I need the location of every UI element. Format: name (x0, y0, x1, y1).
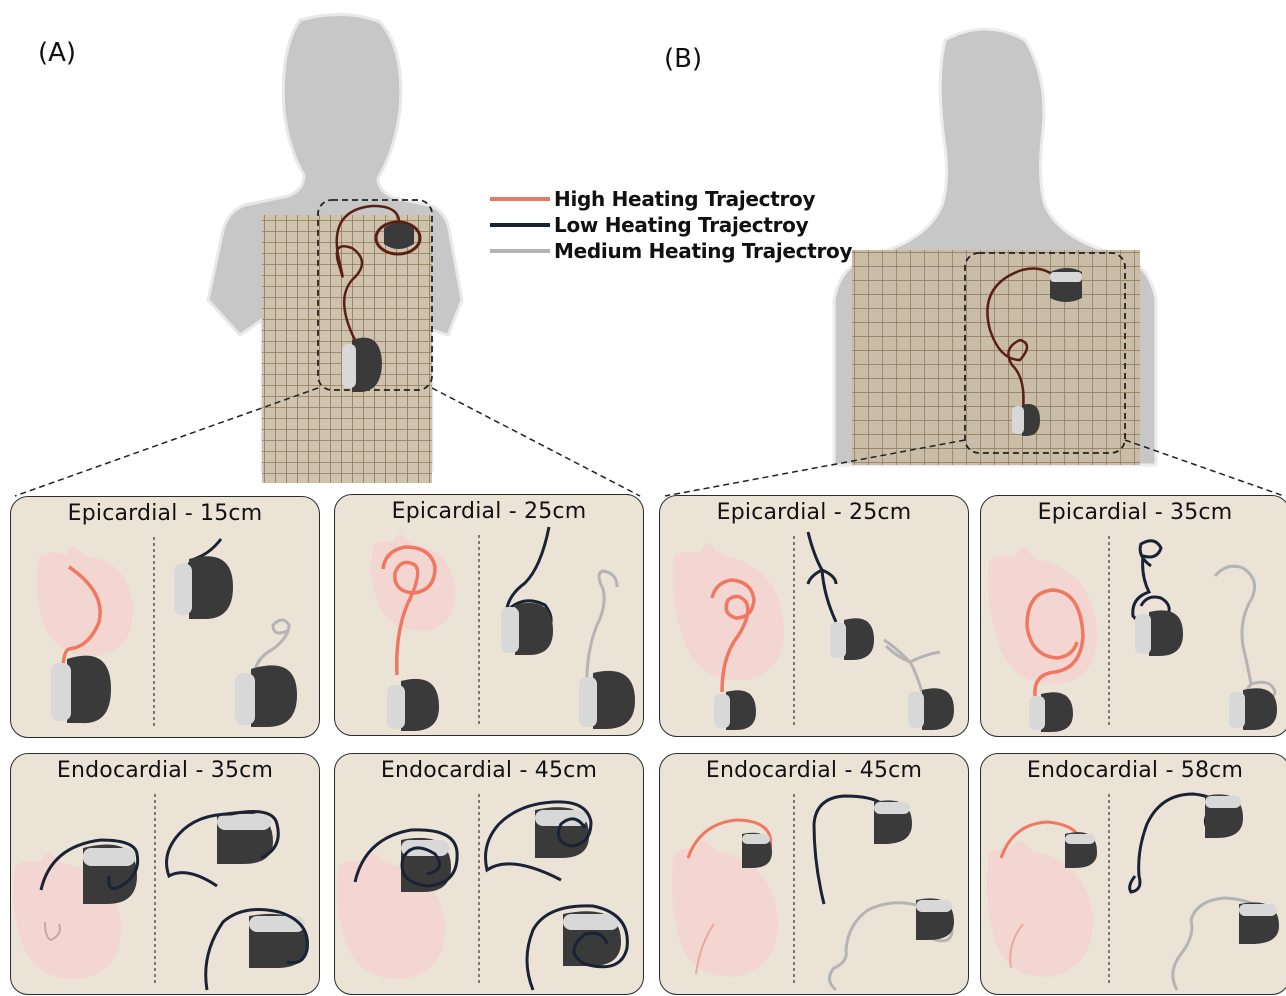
panel-a-endocardial-35cm: Endocardial - 35cm (10, 753, 320, 995)
phantom-a-device (342, 338, 382, 392)
panel-illustration (981, 754, 1286, 996)
panel-b-endocardial-45cm: Endocardial - 45cm (659, 753, 969, 995)
panel-illustration (660, 754, 970, 996)
legend-item-low: Low Heating Trajectroy (490, 212, 852, 238)
legend-label: Medium Heating Trajectroy (554, 239, 852, 263)
phantom-b-grid (852, 250, 1140, 465)
pacemaker-device (1029, 692, 1073, 732)
legend-item-medium: Medium Heating Trajectroy (490, 238, 852, 264)
panel-illustration (335, 754, 645, 996)
pacemaker-device (387, 679, 439, 731)
lead-low (808, 532, 836, 622)
pacemaker-device (714, 690, 756, 730)
pacemaker-device (916, 898, 954, 940)
panel-illustration (660, 496, 970, 738)
pacemaker-device (235, 665, 297, 727)
pacemaker-device (51, 656, 111, 723)
legend-label: Low Heating Trajectroy (554, 213, 808, 237)
panel-illustration (11, 497, 321, 739)
pacemaker-device (1135, 610, 1183, 656)
panel-illustration (11, 754, 321, 996)
pacemaker-device (563, 911, 621, 966)
panel-b-endocardial-58cm: Endocardial - 58cm (980, 753, 1286, 995)
pacemaker-device (401, 838, 451, 892)
phantom-b-device (1012, 404, 1040, 436)
panel-illustration (335, 495, 645, 737)
panel-a-epicardial-25cm: Epicardial - 25cm (334, 494, 644, 736)
pacemaker-device (535, 807, 589, 858)
lead-medium (1215, 566, 1275, 706)
legend: High Heating Trajectroy Low Heating Traj… (490, 186, 852, 264)
pacemaker-device (83, 845, 137, 905)
phantom-a-device-top (384, 223, 414, 249)
pacemaker-device (501, 603, 553, 655)
legend-swatch-low (490, 223, 550, 227)
panel-b-epicardial-25cm: Epicardial - 25cm (659, 495, 969, 737)
pacemaker-device (174, 556, 233, 619)
panel-a-endocardial-45cm: Endocardial - 45cm (334, 753, 644, 995)
pacemaker-device (874, 800, 912, 844)
pacemaker-device (1065, 832, 1097, 868)
legend-swatch-high (490, 197, 550, 201)
pacemaker-device (579, 671, 635, 729)
pacemaker-device (908, 688, 954, 730)
heart-model (37, 546, 133, 656)
panel-illustration (981, 496, 1286, 738)
pacemaker-device (1229, 688, 1277, 730)
panel-a-epicardial-15cm: Epicardial - 15cm (10, 496, 320, 738)
panel-b-epicardial-35cm: Epicardial - 35cm (980, 495, 1286, 737)
legend-swatch-medium (490, 249, 550, 253)
legend-label: High Heating Trajectroy (554, 187, 815, 211)
phantom-b-device-top (1050, 268, 1082, 302)
pacemaker-device (830, 618, 874, 660)
pacemaker-device (1239, 902, 1279, 944)
lead-medium (884, 640, 940, 692)
legend-item-high: High Heating Trajectroy (490, 186, 852, 212)
pacemaker-device (742, 833, 772, 868)
pacemaker-device (1205, 794, 1243, 838)
